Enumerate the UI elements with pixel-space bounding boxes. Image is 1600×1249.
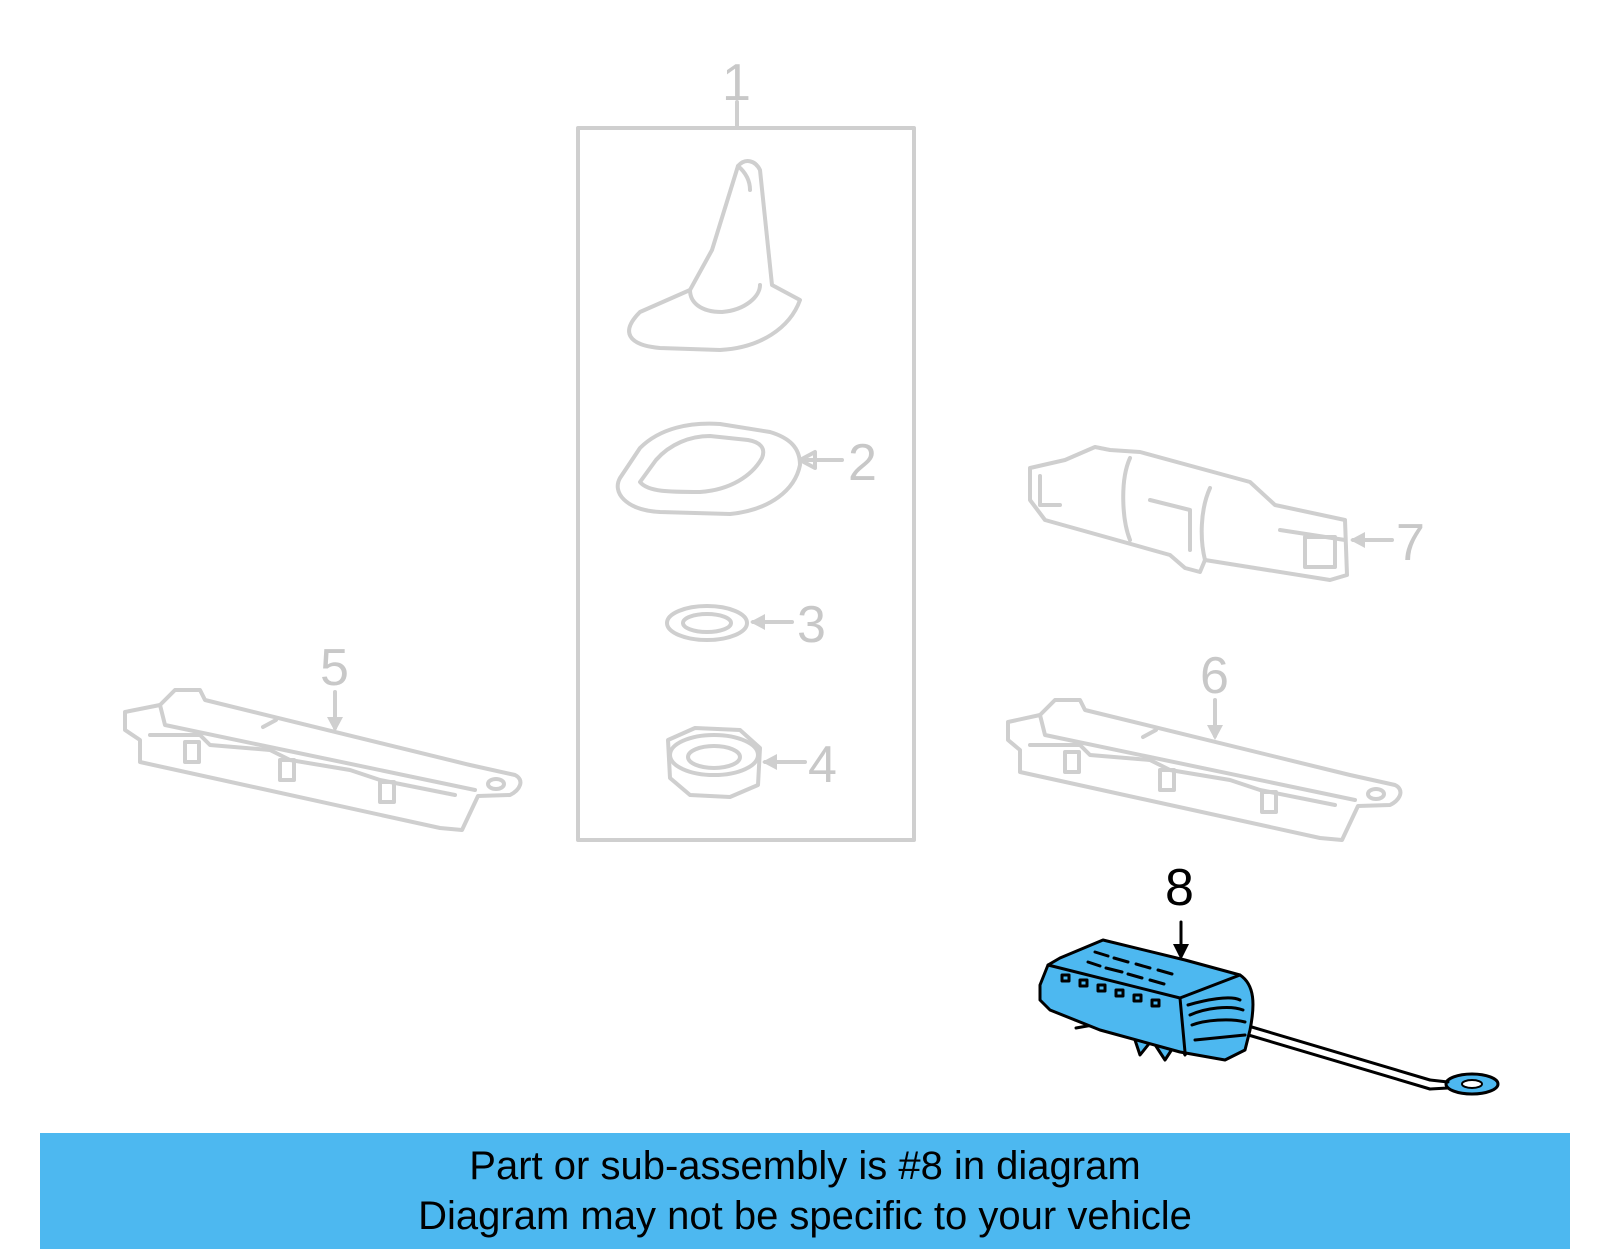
info-banner: Part or sub-assembly is #8 in diagram Di… — [40, 1133, 1570, 1249]
nut-part[interactable] — [666, 726, 807, 799]
callout-4: 4 — [808, 736, 837, 794]
module-part-5[interactable] — [123, 688, 523, 832]
banner-line-part-number: Part or sub-assembly is #8 in diagram — [469, 1144, 1141, 1188]
antenna-fin-part[interactable] — [627, 159, 802, 352]
antenna-base-part[interactable] — [615, 421, 844, 516]
callout-7: 7 — [1396, 514, 1425, 572]
callout-8: 8 — [1165, 859, 1194, 917]
callout-6: 6 — [1200, 647, 1229, 705]
part-1-assembly-box — [576, 100, 916, 842]
callout-1: 1 — [722, 54, 751, 112]
module-part-6[interactable] — [1006, 698, 1403, 842]
highlighted-part-8[interactable] — [1038, 920, 1500, 1096]
connector-part-7[interactable] — [1028, 445, 1394, 582]
washer-part[interactable] — [665, 604, 794, 642]
callout-2: 2 — [848, 434, 877, 492]
callout-5: 5 — [320, 639, 349, 697]
callout-3: 3 — [797, 596, 826, 654]
banner-line-disclaimer: Diagram may not be specific to your vehi… — [418, 1194, 1192, 1238]
